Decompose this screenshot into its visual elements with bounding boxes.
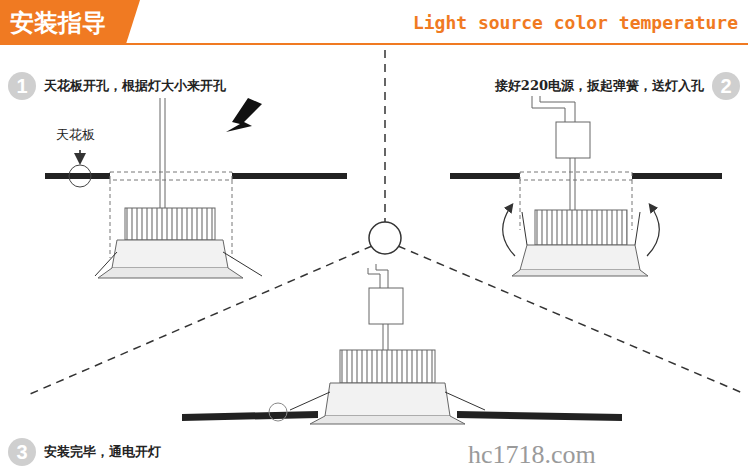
step-heading: 接好220电源，扳起弹簧，送灯入孔 <box>495 77 704 95</box>
step-heading: 天花板开孔，根据灯大小来开孔 <box>44 77 226 95</box>
subtitle: Light source color temperature <box>413 12 738 33</box>
header-rule <box>0 43 748 45</box>
title-tab <box>0 0 140 44</box>
panel-1 <box>45 98 347 278</box>
watermark: hc1718.com <box>468 440 596 470</box>
panel-2 <box>450 96 722 276</box>
hub-circle <box>369 222 401 254</box>
divider <box>30 50 745 394</box>
step-heading: 安装完毕，通电开灯 <box>44 443 161 461</box>
step: 3 安装完毕，通电开灯 <box>8 438 161 466</box>
step: 1 天花板开孔，根据灯大小来开孔 <box>8 72 226 100</box>
step: 2 接好220电源，扳起弹簧，送灯入孔 <box>495 72 740 100</box>
title: 安装指导 <box>10 7 106 39</box>
panel-3 <box>182 264 622 424</box>
callout-number: 2 <box>712 72 740 100</box>
callout-number: 3 <box>8 438 36 466</box>
part-label: 天花板 <box>56 126 95 144</box>
callout-number: 1 <box>8 72 36 100</box>
